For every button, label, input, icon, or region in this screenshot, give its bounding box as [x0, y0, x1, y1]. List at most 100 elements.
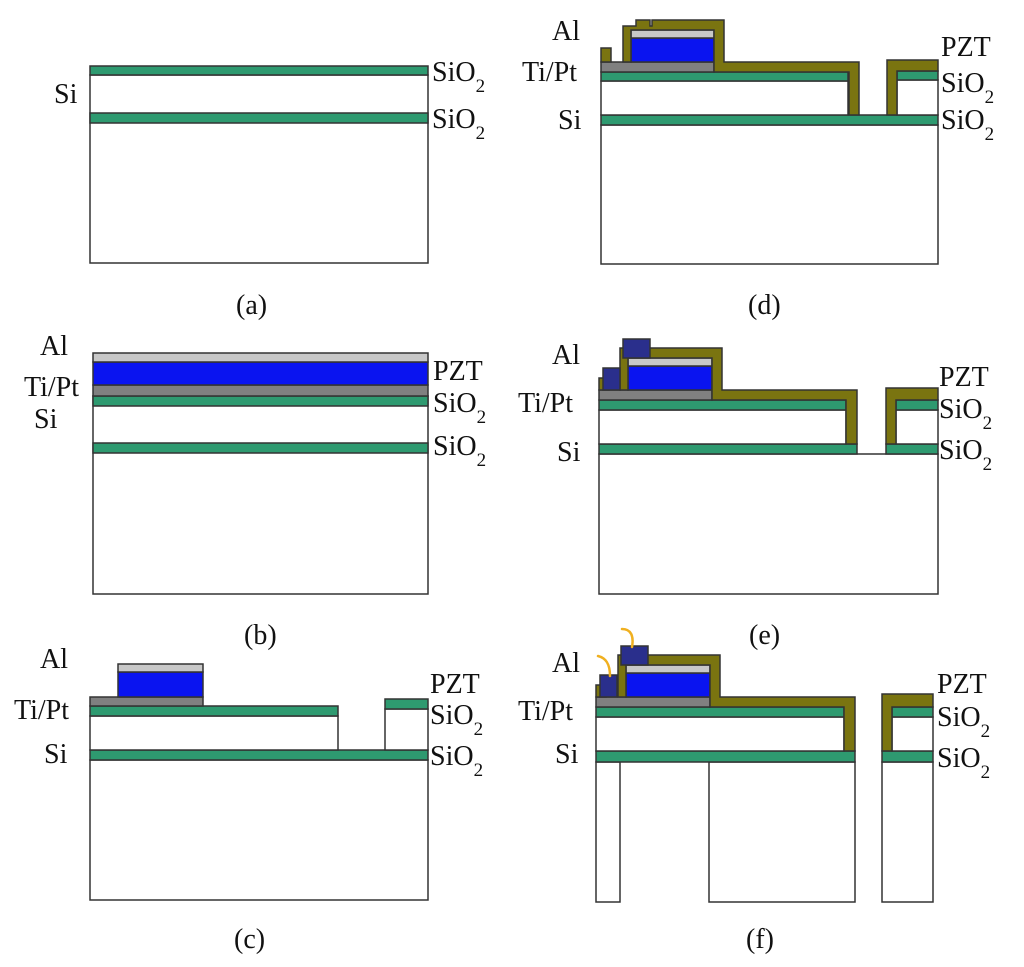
panel-d-insulation-step [600, 47, 612, 63]
panel-d-label-tipt: Ti/Pt [522, 57, 577, 88]
panel-f-pad-left [599, 674, 618, 698]
panel-e-sio2-top-right [895, 399, 939, 411]
panel-b-al-layer [92, 352, 429, 363]
panel-e-label-sio2-top: SiO2 [939, 394, 992, 434]
panel-b-tipt-layer [92, 384, 429, 397]
panel-b-pzt-layer [92, 361, 429, 386]
panel-f-sio2-bottom-right [881, 750, 934, 763]
panel-f-sio2-top-right [891, 706, 934, 718]
panel-c-substrate [89, 759, 429, 901]
panel-c-caption: (c) [234, 924, 265, 955]
panel-e-sio2-top-left [598, 399, 847, 411]
panel-e-pad-top [622, 338, 651, 359]
panel-b: Al Ti/Pt Si PZT SiO2 SiO2 (b) [24, 331, 486, 651]
panel-d-si-device-right [896, 79, 939, 116]
panel-b-substrate [92, 395, 429, 595]
panel-b-caption: (b) [244, 620, 277, 651]
panel-f-label-pzt: PZT [937, 669, 987, 700]
panel-a-sio2-bottom [89, 112, 429, 124]
panel-d-label-al: Al [552, 16, 580, 47]
panel-e-pzt [627, 365, 713, 391]
panel-e: Al Ti/Pt Si PZT SiO2 SiO2 (e) [518, 338, 992, 651]
panel-d: Al Ti/Pt Si PZT SiO2 SiO2 (d) [522, 16, 994, 321]
panel-e-al [627, 357, 713, 367]
panel-c-sio2-top-right [384, 698, 429, 710]
panel-a-label-sio2-bottom: SiO2 [432, 104, 485, 144]
panel-a-sio2-top [89, 65, 429, 76]
panel-b-label-sio2-bottom: SiO2 [433, 431, 486, 471]
panel-f-sio2-top-left [595, 706, 845, 718]
panel-c-label-pzt: PZT [430, 669, 480, 700]
panel-b-sio2-bottom [92, 442, 429, 454]
panel-f-label-al: Al [552, 648, 580, 679]
panel-e-label-tipt: Ti/Pt [518, 388, 573, 419]
panel-b-label-si: Si [34, 404, 58, 435]
panel-b-label-al: Al [40, 331, 68, 362]
panel-d-insulation-right [886, 59, 939, 116]
panel-e-si-device-left [598, 409, 847, 445]
panel-d-si-device-left [600, 80, 849, 116]
panel-f-si-device-left [595, 716, 845, 752]
panel-e-caption: (e) [749, 620, 780, 651]
panel-c-si-device-left [89, 715, 339, 751]
panel-f-substrate-pillar-left [595, 761, 621, 903]
panel-f-pad-top [620, 645, 649, 666]
panel-c-tipt [89, 696, 204, 707]
panel-d-sio2-top-right [896, 70, 939, 81]
panel-f-insulation-right [881, 693, 934, 752]
panel-a-label-si: Si [54, 79, 78, 110]
panel-f-al [625, 664, 711, 674]
panel-b-label-sio2-top: SiO2 [433, 388, 486, 428]
panel-e-tipt [598, 389, 713, 401]
panel-e-label-al: Al [552, 340, 580, 371]
panel-d-label-sio2-top: SiO2 [941, 68, 994, 108]
panel-c-si-device-right [384, 708, 429, 751]
panel-e-pad-left [602, 367, 621, 391]
panel-d-tipt [600, 61, 715, 73]
panel-e-label-pzt: PZT [939, 362, 989, 393]
panel-f-bond-wire-left [596, 654, 612, 678]
panel-a-substrate [89, 74, 429, 264]
panel-e-label-sio2-bottom: SiO2 [939, 435, 992, 475]
panel-f-label-tipt: Ti/Pt [518, 696, 573, 727]
panel-c-sio2-bottom [89, 749, 429, 761]
panel-d-label-pzt: PZT [941, 32, 991, 63]
panel-c-label-al: Al [40, 644, 68, 675]
panel-d-substrate [600, 124, 939, 265]
panel-e-insulation-right [885, 387, 939, 445]
panel-d-sio2-top-left [600, 71, 849, 82]
panel-c-sio2-top-left [89, 705, 339, 717]
panel-f-caption: (f) [746, 924, 774, 955]
panel-f-label-sio2-bottom: SiO2 [937, 743, 990, 783]
panel-f-si-device-right [891, 716, 934, 752]
panel-c-label-sio2-bottom: SiO2 [430, 741, 483, 781]
panel-c-pzt [117, 671, 204, 698]
panel-e-si-device-right [895, 409, 939, 445]
panel-d-label-sio2-bottom: SiO2 [941, 105, 994, 145]
panel-d-caption: (d) [748, 290, 781, 321]
panel-f-label-si: Si [555, 739, 579, 770]
panel-d-label-si: Si [558, 105, 582, 136]
panel-d-insulation-main [622, 19, 860, 116]
panel-f-substrate-pillar-middle [708, 761, 856, 903]
panel-f-bond-wire-top [620, 627, 634, 649]
panel-d-pzt [630, 37, 715, 63]
panel-b-label-tipt: Ti/Pt [24, 372, 79, 403]
panel-f-pzt [625, 672, 711, 698]
panel-d-sio2-bottom [600, 114, 939, 126]
panel-e-sio2-bottom-right [885, 443, 939, 455]
panel-c-label-sio2-top: SiO2 [430, 700, 483, 740]
panel-c: Al Ti/Pt Si PZT SiO2 SiO2 (c) [14, 644, 483, 955]
panel-a-caption: (a) [236, 290, 267, 321]
panel-e-sio2-bottom-left [598, 443, 858, 455]
panel-d-al [630, 29, 715, 39]
panel-c-label-si: Si [44, 739, 68, 770]
panel-c-al [117, 663, 204, 673]
panel-e-substrate [598, 453, 939, 595]
panel-f-sio2-bottom-left [595, 750, 856, 763]
panel-a-label-sio2-top: SiO2 [432, 57, 485, 97]
panel-b-sio2-top [92, 395, 429, 407]
panel-f: Al Ti/Pt Si PZT SiO2 SiO2 (f) [518, 627, 990, 955]
